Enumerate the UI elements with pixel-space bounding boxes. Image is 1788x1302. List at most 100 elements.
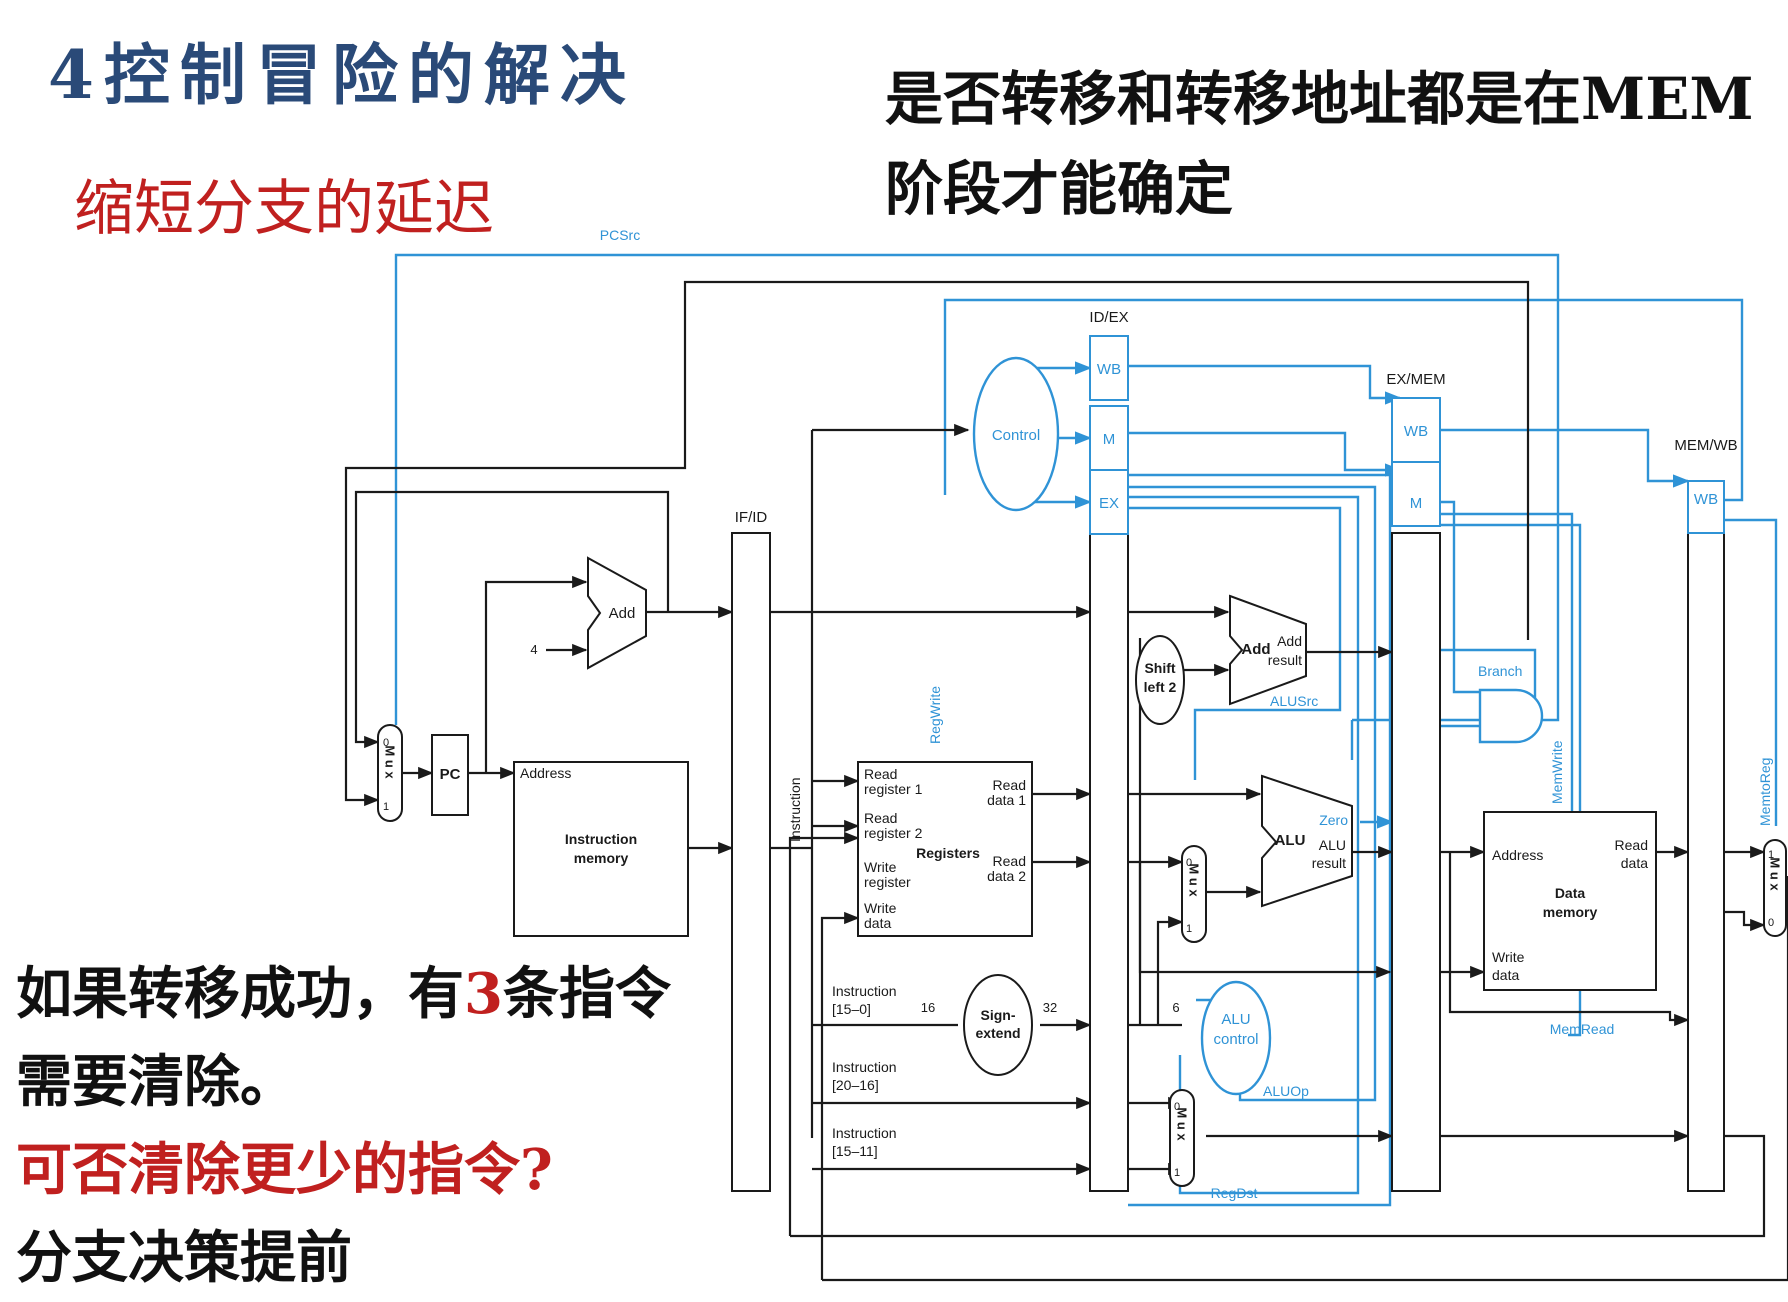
reg-rr2-b: register 2 [864,825,923,841]
signal-pcsrc: PCSrc [600,227,640,243]
signal-alusrc: ALUSrc [1270,693,1318,709]
instr-field-2b: [20–16] [832,1077,879,1093]
slide-title: 4控制冒险的解决 [48,36,636,114]
control-label: Control [992,427,1040,444]
alu-control-bits: 6 [1172,1000,1179,1015]
signal-regdst: RegDst [1211,1185,1258,1201]
ex-adder-r1: Add [1277,633,1302,649]
ex-adder-r2: result [1268,652,1302,668]
alusrc-mux [1181,845,1207,943]
signal-regwrite: RegWrite [927,686,943,744]
reg-wr-b: register [864,874,911,890]
id-ex-wb-label: WB [1097,361,1121,378]
instr-field-3b: [15–11] [832,1143,878,1159]
signal-memtoreg: MemtoReg [1757,758,1773,826]
control-unit [972,356,1060,512]
ex-adder-name: Add [1241,641,1270,658]
mem-wb-wb-label: WB [1694,491,1718,508]
signal-memread: MemRead [1550,1021,1615,1037]
reg-rd1-b: data 1 [987,792,1026,808]
pc-mux [377,724,403,822]
instr-field-1b: [15–0] [832,1001,871,1017]
pc-mux-in1: 1 [383,801,389,813]
dmem-wd-a: Write [1492,949,1525,965]
ex-mem-wb-label: WB [1404,423,1428,440]
note-line-1-suffix: 条指令 [502,961,671,1027]
pipeline-registers [731,532,1725,1192]
reg-name: Registers [916,845,980,861]
ex-mem-label: EX/MEM [1386,371,1445,388]
reg-rd2-b: data 2 [987,868,1026,884]
pc-mux-label: M u x [383,745,398,779]
if-adder [587,556,647,670]
constant-four: 4 [530,642,537,657]
instr-field-1a: Instruction [832,983,897,999]
dmem-rd-b: data [1621,855,1648,871]
alu-result-2: result [1312,855,1346,871]
pc-label: PC [440,766,461,783]
id-ex-m-label: M [1103,431,1116,448]
alu-control-unit [1200,980,1272,1096]
shift-label-1: Shift [1144,660,1175,676]
ex-mem-register [1391,532,1441,1192]
ex-mem-m-field [1391,461,1441,527]
alusrc-mux-in1: 1 [1186,923,1192,935]
ex-mem-m-label: M [1410,495,1423,512]
sign-extend-label-2: extend [975,1025,1020,1041]
reg-rr1-b: register 1 [864,781,923,797]
ex-mem-wb-field [1391,397,1441,463]
reg-wd-b: data [864,915,891,931]
if-adder-label: Add [609,605,636,622]
slide-subtitle: 缩短分支的延迟 [74,174,494,244]
id-ex-register [1089,532,1129,1192]
sign-extend-label-1: Sign- [981,1007,1016,1023]
note-line-3: 可否清除更少的指令? [16,1137,553,1203]
signal-branch: Branch [1478,663,1522,679]
alusrc-mux-in0: 0 [1186,857,1192,869]
note-line-1: 如果转移成功，有3条指令 [16,950,736,1038]
instr-field-2a: Instruction [832,1059,897,1075]
dmem-address: Address [1492,847,1543,863]
reg-wd-a: Write [864,900,897,916]
shift-left-2 [1135,635,1185,725]
mem-wb-register [1687,532,1725,1192]
mem-wb-label: MEM/WB [1674,437,1737,454]
dmem-rd-a: Read [1615,837,1648,853]
regdst-mux [1169,1089,1195,1187]
id-ex-wb-field [1089,335,1129,401]
instruction-memory [513,761,689,937]
imem-address: Address [520,765,571,781]
ex-adder [1229,594,1307,706]
alu-name: ALU [1275,832,1306,849]
reg-rd2-a: Read [993,853,1026,869]
note-line-2: 需要清除。 [16,1049,296,1115]
note-line-4: 分支决策提前 [16,1225,352,1291]
alu-control-label-2: control [1213,1031,1258,1048]
memtoreg-mux-in0: 0 [1768,917,1774,929]
id-ex-ex-label: EX [1099,495,1119,512]
alu-result-1: ALU [1319,837,1346,853]
shift-label-2: left 2 [1144,679,1177,695]
sign-extend-unit [963,974,1033,1076]
alu [1261,774,1353,908]
if-id-register [731,532,771,1192]
signal-aluop: ALUOp [1263,1083,1309,1099]
alu-control-label-1: ALU [1221,1011,1250,1028]
if-id-label: IF/ID [735,509,768,526]
id-ex-ex-field [1089,469,1129,535]
dmem-label-2: memory [1543,904,1598,920]
id-ex-label: ID/EX [1089,309,1128,326]
note-bottom: 如果转移成功，有3条指令 需要清除。 可否清除更少的指令? 分支决策提前 [16,950,736,1302]
note-line-1-prefix: 如果转移成功，有 [16,961,464,1027]
data-memory [1483,811,1657,991]
pc-register [431,734,469,816]
imem-label-1: Instruction [565,831,637,847]
reg-wr-a: Write [864,859,897,875]
reg-rr1-a: Read [864,766,897,782]
dmem-wd-b: data [1492,967,1519,983]
reg-rd1-a: Read [993,777,1026,793]
instruction-bus-label: Instruction [787,777,803,842]
alusrc-mux-label: M u x [1187,863,1202,897]
control-fields [1089,335,1725,535]
